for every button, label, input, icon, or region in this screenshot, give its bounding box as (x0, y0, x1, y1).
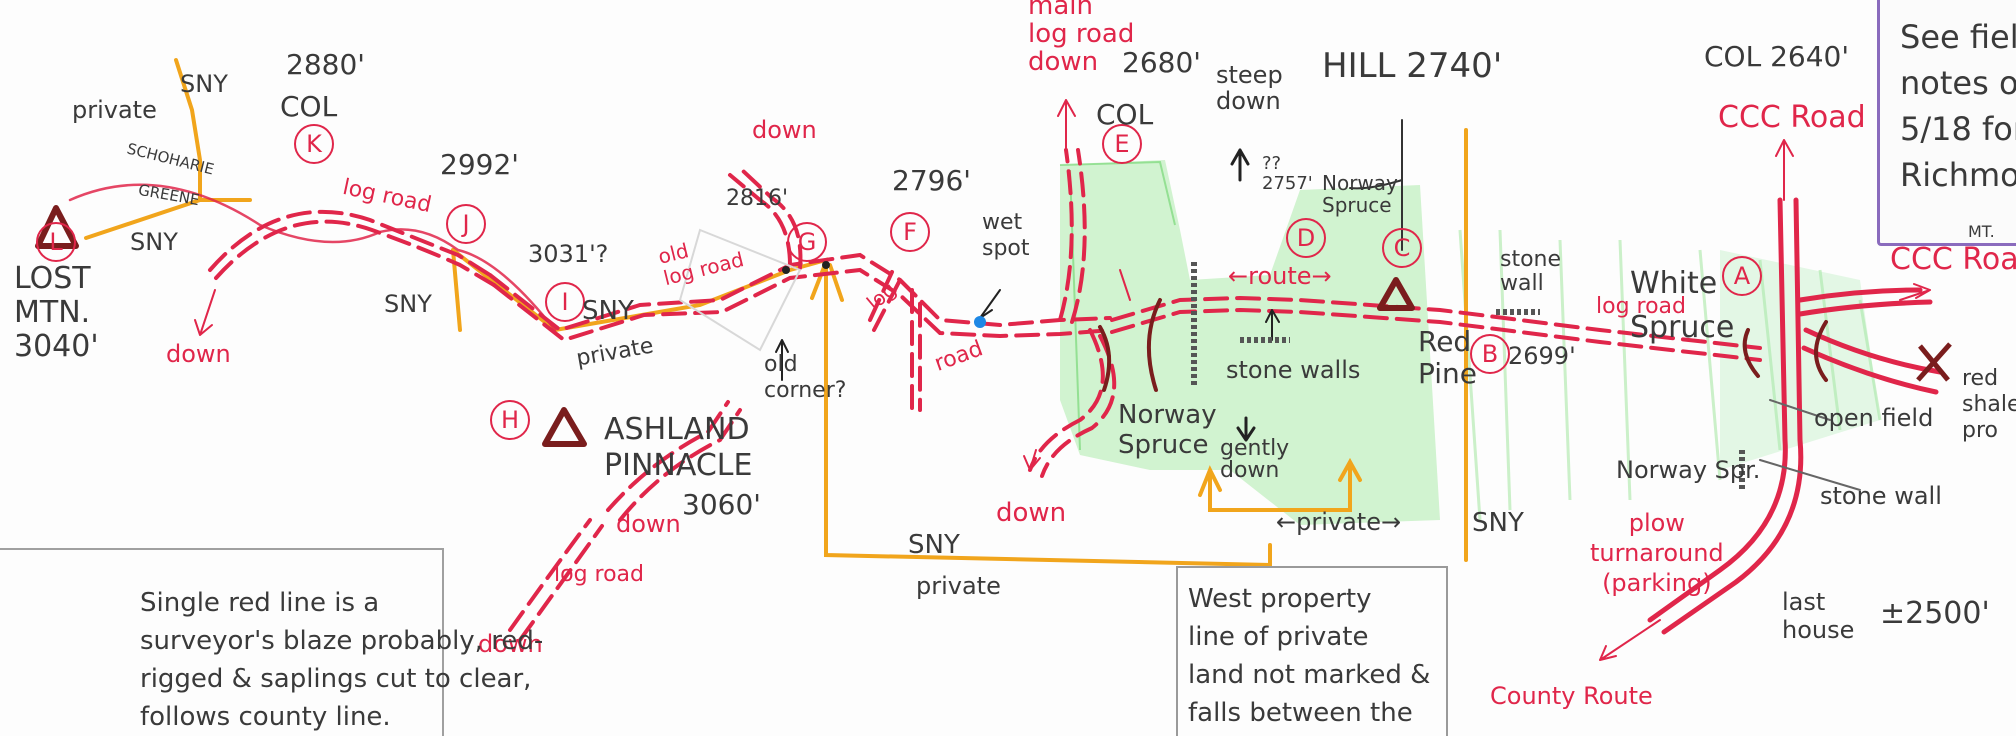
waypoint-e: E (1102, 124, 1142, 164)
main-log-road-label: main log road down (1028, 0, 1135, 77)
stone-walls-label: stone walls (1226, 356, 1361, 384)
gently-down-label: gently down (1220, 436, 1290, 483)
field-notes-box (1877, 0, 2016, 246)
private-label: ←private→ (1276, 508, 1402, 536)
col-k-label: COL (280, 90, 338, 123)
legend-text: Single red line is a surveyor's blaze pr… (140, 588, 544, 732)
red-shale-label: red shale pro (1962, 366, 2016, 443)
sny-label: SNY (384, 290, 432, 318)
waypoint-j: J (446, 204, 486, 244)
stone-walls (1191, 262, 1745, 490)
elevation-3031: 3031'? (528, 240, 609, 268)
log-road-label: log road (554, 562, 644, 587)
survey-points (782, 261, 986, 328)
sny-label: SNY (908, 530, 960, 560)
down-label: down (616, 510, 681, 538)
down-label: down (752, 116, 817, 144)
elevation-2757: ?? 2757' (1262, 153, 1313, 194)
sny-label: SNY (1472, 508, 1524, 538)
waypoint-g: G (787, 222, 827, 262)
down-label: down (478, 630, 543, 658)
waypoint-c: C (1382, 228, 1422, 268)
plow-turnaround-label: plow turnaround (parking) (1590, 509, 1724, 597)
property-note-text: West property line of private land not m… (1188, 584, 1431, 728)
ccc-road-label: CCC Road (1890, 242, 2016, 277)
county-line (4, 183, 557, 610)
waypoint-i: I (545, 282, 585, 322)
map-arrows (194, 99, 1931, 661)
elevation-2500: ±2500' (1880, 596, 1990, 631)
waypoint-d: D (1286, 218, 1326, 258)
col-e-elevation: 2680' (1122, 46, 1201, 79)
stone-wall-label: stone wall (1820, 482, 1942, 510)
property-note-box (1176, 566, 1448, 736)
elevation-2816: 2816' (726, 186, 789, 211)
waypoint-h: H (490, 400, 530, 440)
col-k-elevation: 2880' (286, 48, 365, 81)
old-corner-label: old corner? (764, 352, 847, 403)
elevation-3060: 3060' (682, 488, 761, 521)
elevation-2992: 2992' (440, 148, 519, 181)
red-shale-x (1916, 342, 1952, 382)
ccc-road (1647, 197, 1943, 635)
sny-label: SNY (582, 296, 634, 326)
waypoint-k: K (294, 124, 334, 164)
stone-wall-label: stone wall (1500, 247, 1562, 296)
log-road-label: log road (1596, 294, 1686, 319)
legend-box (0, 548, 444, 736)
col-e-label: COL (1096, 98, 1154, 131)
white-spruce-label: White Spruce (1630, 266, 1735, 345)
ashland-pinnacle-label: ASHLAND PINNACLE (604, 412, 753, 483)
norway-spruce-label: Norway Spruce (1118, 400, 1217, 460)
elevation-2796: 2796' (892, 164, 971, 197)
private-label: private (916, 572, 1001, 600)
route-label: ←route→ (1228, 262, 1332, 290)
steep-down-label: steep down (1216, 61, 1283, 115)
trail-route (208, 148, 1762, 642)
hill-label: HILL 2740' (1322, 46, 1503, 86)
sny-label: SNY (130, 228, 178, 256)
down-label: down (166, 340, 231, 368)
last-house-label: last house (1782, 588, 1855, 644)
private-label: private (72, 96, 157, 124)
waypoint-f: F (890, 212, 930, 252)
sny-label: SNY (180, 70, 228, 98)
ccc-road-label: CCC Road (1718, 100, 1866, 135)
county-route-label: County Route (1490, 682, 1653, 710)
elevation-2699: 2699' (1508, 342, 1576, 370)
norway-spruce-label: Norway Spr. (1616, 456, 1761, 484)
norway-spruce-label: Norway Spruce (1322, 171, 1398, 217)
down-label: down (996, 498, 1067, 528)
wet-spot-label: wet spot (982, 210, 1030, 261)
red-pine-label: Red Pine (1418, 325, 1478, 390)
field-notes-label: See field notes of 5/18 for Richmond (1900, 18, 2016, 194)
col-2640-label: COL 2640' (1704, 40, 1850, 73)
open-field-label: open field (1814, 404, 1934, 432)
lost-mtn-label: LOST MTN. 3040' (14, 261, 99, 364)
waypoint-a: A (1722, 256, 1762, 296)
waypoint-b: B (1470, 334, 1510, 374)
waypoint-l: L (36, 222, 76, 262)
mt-label: MT. (1968, 222, 1995, 241)
